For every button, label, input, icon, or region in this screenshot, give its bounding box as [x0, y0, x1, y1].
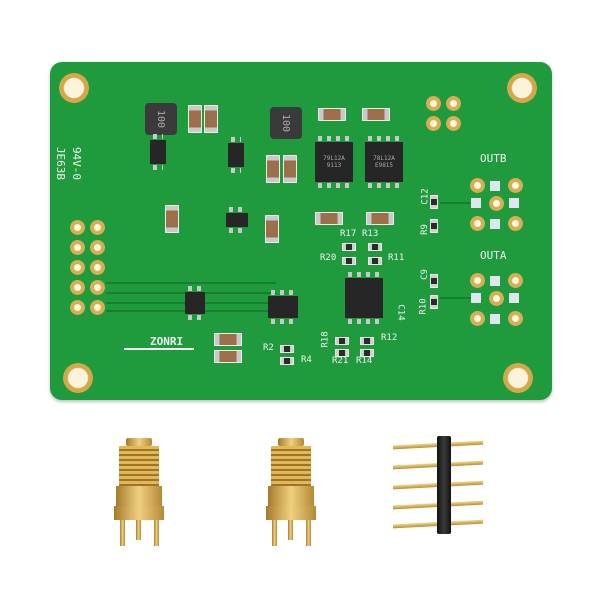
- transistor: [150, 134, 166, 170]
- mounting-hole: [63, 363, 93, 393]
- dac-ic: [268, 290, 298, 324]
- label-r11: R11: [388, 253, 405, 263]
- label-r18: R18: [320, 331, 331, 348]
- label-r2: R2: [263, 343, 274, 353]
- transistor: [226, 207, 248, 233]
- label-r21: R21: [332, 356, 349, 366]
- code-mark: JE63B: [54, 146, 68, 181]
- rating-mark: 94V-0: [70, 146, 84, 181]
- label-r12: R12: [381, 333, 398, 343]
- label-r14: R14: [356, 356, 373, 366]
- label-c14: C14: [395, 304, 406, 321]
- label-r10: R10: [418, 298, 429, 315]
- outa-label: OUTA: [480, 249, 507, 262]
- label-r13: R13: [362, 229, 379, 239]
- inductor: 100: [270, 107, 302, 139]
- resistor-array: [185, 286, 205, 320]
- transistor: [228, 137, 244, 173]
- logo-circuit-graphic: [124, 348, 194, 350]
- mounting-hole: [507, 73, 537, 103]
- label-c9: C9: [419, 269, 430, 280]
- brand-logo: ZONRI: [150, 335, 184, 348]
- label-c12: C12: [420, 188, 431, 205]
- label-r20: R20: [320, 253, 337, 263]
- inductor: 100: [145, 103, 177, 135]
- mounting-hole: [503, 363, 533, 393]
- label-r9: R9: [419, 224, 430, 235]
- label-r17: R17: [340, 229, 357, 239]
- outb-label: OUTB: [480, 152, 507, 165]
- op-amp-ic: [345, 272, 383, 324]
- label-r4: R4: [301, 355, 312, 365]
- mounting-hole: [59, 73, 89, 103]
